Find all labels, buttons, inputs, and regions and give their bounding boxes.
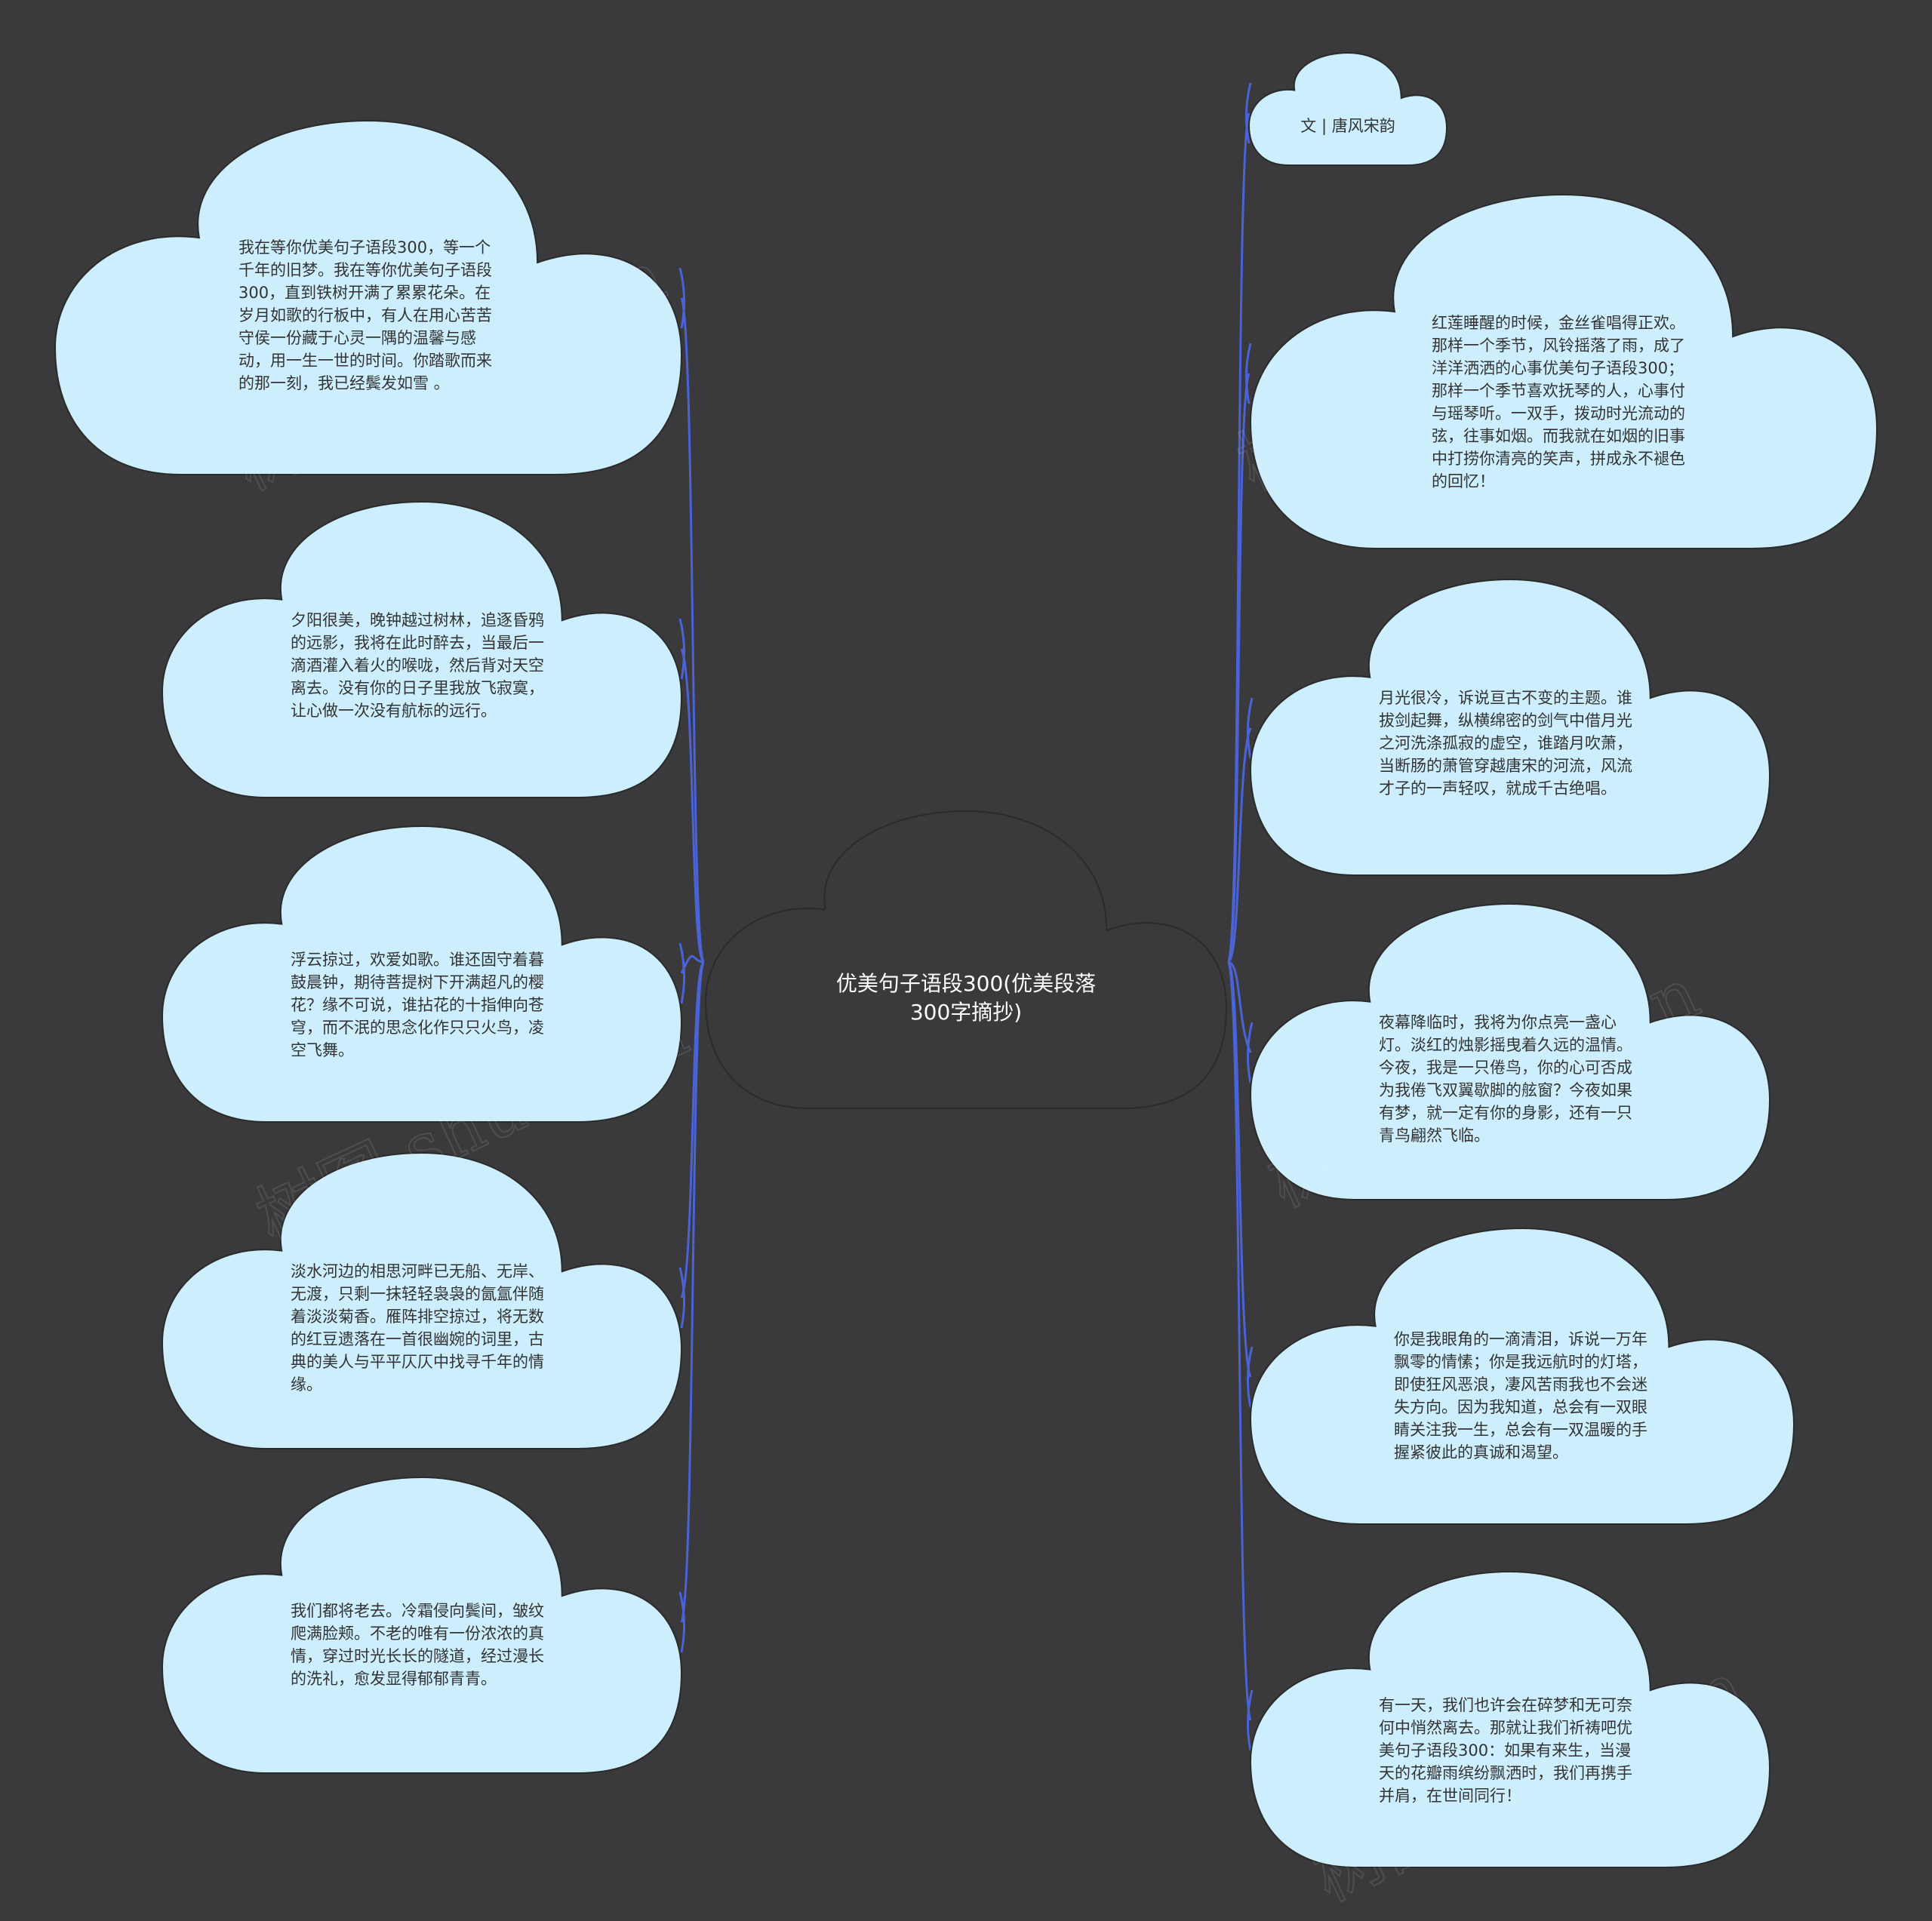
right-node-5-text: 有一天，我们也许会在碎梦和无可奈何中悄然离去。那就让我们祈祷吧优美句子语段300… (1379, 1696, 1632, 1805)
center-topic[interactable]: 优美句子语段300(优美段落300字摘抄) (704, 810, 1228, 1109)
right-node-2-text: 月光很冷，诉说亘古不变的主题。谁拔剑起舞，纵横绵密的剑气中借月光之河洗涤孤寂的虚… (1379, 689, 1632, 798)
left-connector-tick-2 (678, 618, 686, 680)
left-connector-1 (680, 297, 706, 964)
left-node-1[interactable]: 我在等你优美句子语段300，等一个千年的旧梦。我在等你优美句子语段300，直到铁… (54, 119, 683, 475)
cloud-outline (161, 825, 683, 1123)
cloud-outline (1249, 1570, 1771, 1868)
right-node-1[interactable]: 红莲睡醒的时候，金丝雀唱得正欢。那样一个季节，风铃摇落了雨，成了洋洋洒洒的心事优… (1249, 193, 1878, 549)
left-node-3-cloud (161, 825, 683, 1123)
right-node-3-text: 夜幕降临时，我将为你点亮一盏心灯。淡红的烛影摇曳着久远的温情。今夜，我是一只倦鸟… (1379, 1013, 1632, 1145)
cloud-outline (54, 119, 683, 475)
right-node-3[interactable]: 夜幕降临时，我将为你点亮一盏心灯。淡红的烛影摇曳着久远的温情。今夜，我是一只倦鸟… (1249, 902, 1771, 1200)
cloud-outline (161, 1151, 683, 1449)
right-node-4-cloud (1249, 1227, 1795, 1525)
cloud-outline (1247, 51, 1448, 166)
right-connector-tick-1 (1244, 82, 1252, 144)
left-node-3-text: 浮云掠过，欢爱如歌。谁还固守着暮鼓晨钟，期待菩提树下开满超凡的樱花？缘不可说，谁… (291, 951, 544, 1059)
cloud-outline (1249, 578, 1771, 876)
author-cloud-shape (1247, 51, 1448, 166)
left-connector-2 (680, 648, 706, 964)
cloud-outline (704, 810, 1228, 1109)
left-node-2-text: 夕阳很美，晚钟越过树林，追逐昏鸦的远影，我将在此时醉去，当最后一滴酒灌入着火的喉… (291, 611, 544, 720)
right-node-5[interactable]: 有一天，我们也许会在碎梦和无可奈何中悄然离去。那就让我们祈祷吧优美句子语段300… (1249, 1570, 1771, 1868)
right-node-2-cloud (1249, 578, 1771, 876)
left-connector-4 (680, 960, 706, 1299)
center-topic-title: 优美句子语段300(优美段落300字摘抄) (835, 971, 1097, 1025)
left-connector-5 (680, 960, 706, 1623)
left-node-2-cloud (161, 500, 683, 798)
right-connector-1 (1226, 112, 1251, 964)
right-connector-tick-5 (1246, 1346, 1254, 1408)
cloud-outline (1249, 902, 1771, 1200)
right-connector-tick-6 (1246, 1689, 1254, 1751)
right-connector-4 (1227, 960, 1252, 1053)
left-node-3[interactable]: 浮云掠过，欢爱如歌。谁还固守着暮鼓晨钟，期待菩提树下开满超凡的樱花？缘不可说，谁… (161, 825, 683, 1123)
right-node-4[interactable]: 你是我眼角的一滴清泪，诉说一万年飘零的情愫；你是我远航时的灯塔，即使狂风恶浪，凄… (1249, 1227, 1795, 1525)
cloud-outline (161, 500, 683, 798)
right-node-5-cloud (1249, 1570, 1771, 1868)
left-node-4-cloud (161, 1151, 683, 1449)
cloud-outline (161, 1476, 683, 1774)
center-cloud-shape (704, 810, 1228, 1109)
left-node-4[interactable]: 淡水河边的相思河畔已无船、无岸、无渡，只剩一抹轻轻袅袅的氤氲伴随着淡淡菊香。雁阵… (161, 1151, 683, 1449)
left-node-5[interactable]: 我们都将老去。冷霜侵向鬓间，皱纹爬满脸颊。不老的唯有一份浓浓的真情，穿过时光长长… (161, 1476, 683, 1774)
right-connector-6 (1226, 960, 1252, 1721)
left-connector-tick-5 (678, 1591, 686, 1653)
author-text: 文 | 唐风宋韵 (1300, 117, 1395, 135)
right-node-3-cloud (1249, 902, 1771, 1200)
right-node-1-cloud (1249, 193, 1878, 549)
cloud-outline (1249, 193, 1878, 549)
left-connector-3 (680, 954, 705, 974)
right-node-1-text: 红莲睡醒的时候，金丝雀唱得正欢。那样一个季节，风铃摇落了雨，成了洋洋洒洒的心事优… (1432, 314, 1685, 490)
right-connector-3 (1226, 727, 1252, 964)
author-node[interactable]: 文 | 唐风宋韵 (1247, 51, 1448, 166)
right-connector-tick-4 (1246, 1022, 1254, 1083)
cloud-outline (1249, 1227, 1795, 1525)
left-connector-tick-1 (678, 267, 686, 329)
left-connector-tick-3 (678, 942, 686, 1004)
right-node-4-text: 你是我眼角的一滴清泪，诉说一万年飘零的情愫；你是我远航时的灯塔，即使狂风恶浪，凄… (1394, 1330, 1647, 1461)
left-node-4-text: 淡水河边的相思河畔已无船、无岸、无渡，只剩一抹轻轻袅袅的氤氲伴随着淡淡菊香。雁阵… (291, 1262, 544, 1394)
left-node-1-text: 我在等你优美句子语段300，等一个千年的旧梦。我在等你优美句子语段300，直到铁… (238, 238, 492, 392)
left-node-5-cloud (161, 1476, 683, 1774)
right-connector-tick-3 (1246, 697, 1254, 759)
left-node-1-cloud (54, 119, 683, 475)
left-node-2[interactable]: 夕阳很美，晚钟越过树林，追逐昏鸦的远影，我将在此时醉去，当最后一滴酒灌入着火的喉… (161, 500, 683, 798)
left-node-5-text: 我们都将老去。冷霜侵向鬓间，皱纹爬满脸颊。不老的唯有一份浓浓的真情，穿过时光长长… (291, 1602, 544, 1688)
right-node-2[interactable]: 月光很冷，诉说亘古不变的主题。谁拔剑起舞，纵横绵密的剑气中借月光之河洗涤孤寂的虚… (1249, 578, 1771, 876)
left-connector-tick-4 (678, 1267, 686, 1329)
right-connector-tick-2 (1244, 343, 1252, 404)
right-connector-2 (1226, 373, 1251, 964)
